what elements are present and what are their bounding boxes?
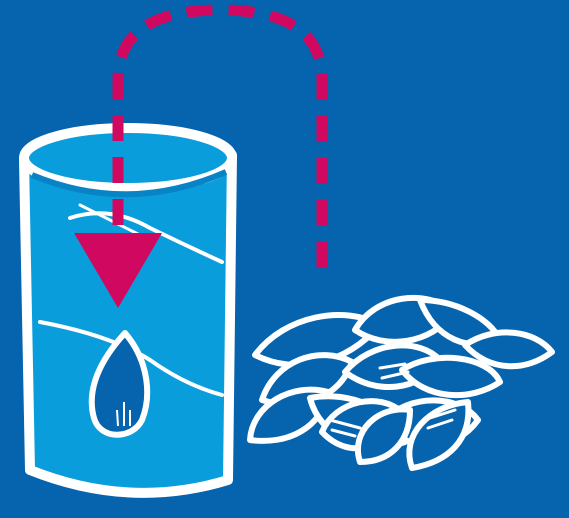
water-glass-icon xyxy=(24,128,232,493)
seed-mark-1 xyxy=(117,410,118,426)
